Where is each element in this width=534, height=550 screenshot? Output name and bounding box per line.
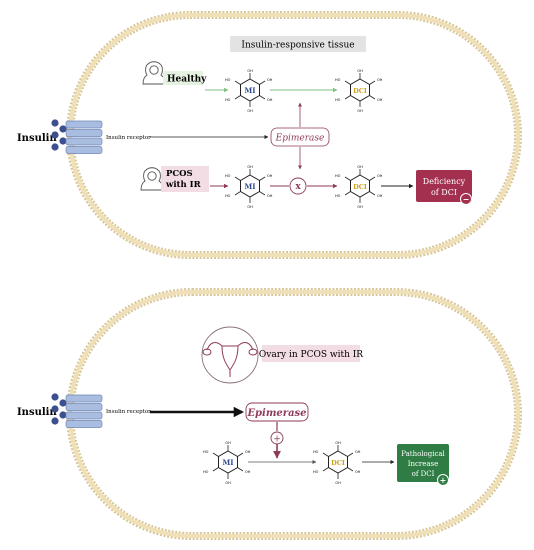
top-insulin-label: Insulin <box>17 133 57 144</box>
top-pcos-mi-label: MI <box>244 182 255 191</box>
top-insulin-molecules <box>51 119 67 151</box>
healthy-person-icon <box>142 61 166 85</box>
bottom-panel-title: Ovary in PCOS with IR <box>259 350 363 360</box>
uterus-ovary-icon <box>202 342 258 377</box>
deficiency-line2: of DCI <box>431 188 457 197</box>
blocked-symbol: x <box>295 182 301 192</box>
top-pcos-dci-label: DCI <box>353 183 367 191</box>
pcos-label-line2: with IR <box>165 180 202 190</box>
increase-line3: of DCI <box>412 470 435 478</box>
stimulate-symbol: + <box>273 435 281 445</box>
ovary-icon-circle <box>201 326 259 384</box>
minus-icon <box>460 193 472 205</box>
pathological-increase-box <box>397 444 449 482</box>
blocked-conversion-icon <box>289 177 307 195</box>
bottom-panel: Ovary in PCOS with IR Insulin Insulin re… <box>17 288 522 540</box>
plus-icon <box>437 474 449 486</box>
top-healthy-mi-label: MI <box>244 86 255 95</box>
increase-line1: Pathological <box>401 450 445 458</box>
deficiency-sign: − <box>463 194 470 204</box>
increase-line2: Increase <box>408 460 439 468</box>
pcos-person-icon <box>140 167 164 191</box>
top-panel: Insulin-responsive tissue Insulin Insuli… <box>17 11 522 259</box>
bottom-epimerase-label: Epimerase <box>246 408 306 419</box>
bottom-dci-label: DCI <box>331 459 345 467</box>
deficiency-box <box>416 170 472 202</box>
top-healthy-dci-label: DCI <box>353 87 367 95</box>
pcos-label-line1: PCOS <box>166 169 193 179</box>
top-receptor-label: Insulin receptor <box>106 135 151 141</box>
top-panel-title: Insulin-responsive tissue <box>241 41 354 51</box>
deficiency-line1: Deficiency <box>423 177 466 186</box>
healthy-label: Healthy <box>167 75 207 85</box>
bottom-insulin-molecules <box>51 393 67 425</box>
bottom-mi-label: MI <box>222 458 233 467</box>
increase-sign: + <box>440 475 447 485</box>
top-epimerase-label: Epimerase <box>275 134 325 144</box>
bottom-receptor-label: Insulin receptor <box>106 409 151 415</box>
bottom-insulin-label: Insulin <box>17 407 57 418</box>
